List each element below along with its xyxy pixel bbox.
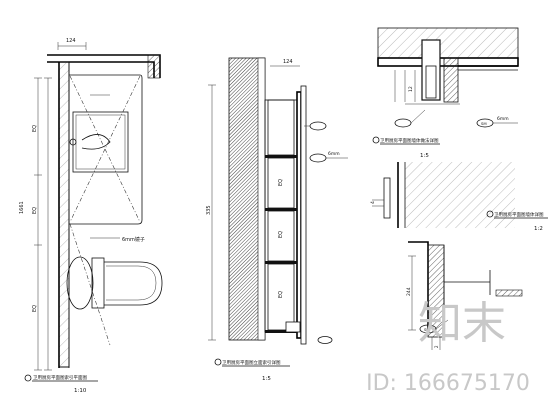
elev-leader-note: 6mm <box>328 151 340 157</box>
detail-top-scale: 1:5 <box>420 153 429 159</box>
plan-scale: 1:10 <box>74 388 87 394</box>
plan-eq-3: EQ <box>32 305 38 312</box>
plan-title: 卫用厨房平面图索引平面图 <box>33 374 87 381</box>
elevation-view: 124 335 EQ EQ EQ 6mm 卫用厨房平面图立面索引详图 1:5 <box>206 57 348 382</box>
plan-view: 124 6mm镜子 EQ EQ <box>19 38 163 394</box>
detail-leader-note: 6mm <box>497 116 509 122</box>
elev-eq-2: EQ <box>278 231 284 238</box>
detail-bottom-dim: 244 <box>406 287 412 296</box>
detail-top-dim: 12 <box>408 86 414 92</box>
detail-right-scale: 1:2 <box>534 226 543 232</box>
detail-top: 12 SM 6mm 卫用厨房平面图墙体做法详图 1:5 <box>372 27 519 159</box>
elev-top-dim: 124 <box>283 59 293 65</box>
elev-eq-3: EQ <box>278 291 284 298</box>
elev-height-dim: 335 <box>206 205 212 215</box>
watermark-id: ID: 166675170 <box>366 371 530 396</box>
plan-side-dim: 1661 <box>19 201 25 214</box>
detail-bottom: 244 SM 2 <box>406 241 523 350</box>
detail-bottom-dim-2: 2 <box>434 345 439 348</box>
detail-right: 4 卫用厨房平面图墙体详图 1:2 <box>370 162 548 232</box>
detail-tag-a: SM <box>481 121 487 126</box>
watermark-brand: 知末 <box>418 298 506 349</box>
elev-scale: 1:5 <box>262 376 271 382</box>
detail-tag-b: SM <box>424 327 430 332</box>
detail-right-dim: 4 <box>370 201 376 204</box>
plan-eq-1: EQ <box>32 125 38 132</box>
plan-mirror-note: 6mm镜子 <box>122 236 145 243</box>
plan-top-dim: 124 <box>66 38 76 44</box>
detail-top-title: 卫用厨房平面图墙体做法详图 <box>380 137 439 144</box>
elev-title: 卫用厨房平面图立面索引详图 <box>222 359 281 366</box>
plan-eq-2: EQ <box>32 207 38 214</box>
detail-right-title: 卫用厨房平面图墙体详图 <box>494 211 544 218</box>
elev-eq-1: EQ <box>278 179 284 186</box>
